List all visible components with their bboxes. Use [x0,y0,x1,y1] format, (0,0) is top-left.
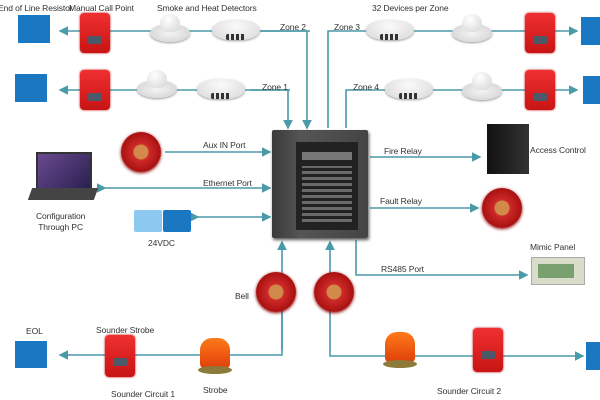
eol-top-label: End of Line Resistor [0,3,73,13]
power-label: 24VDC [148,238,175,248]
manual-call-point-zone-1 [80,70,110,110]
smoke-detector-zone-4 [462,72,502,102]
sounder-circuit-1-label: Sounder Circuit 1 [111,389,175,399]
config-pc-line2: Through PC [38,222,84,232]
aux-in-port-label: Aux IN Port [203,140,246,150]
heat-detector-zone-4 [385,79,433,105]
battery-icon-2 [163,210,191,232]
access-control-label: Access Control [530,145,586,155]
zone-3-line [327,26,579,128]
strobe-label: Strobe [203,385,228,395]
fire-relay-label: Fire Relay [384,146,422,156]
ethernet-port-label: Ethernet Port [203,178,252,188]
heat-detector-zone-3 [366,20,414,46]
sounder-strobe-label: Sounder Strobe [96,325,155,335]
zone-2-label: Zone 2 [280,22,306,32]
laptop-icon [27,152,99,204]
strobe-2 [383,332,417,370]
fault-relay-bell [482,188,522,228]
manual-call-point-zone-2 [80,13,110,53]
manual-call-point-label: Manual Call Point [69,3,134,13]
panel-display [302,152,352,160]
smoke-detector-zone-2 [150,14,190,44]
manual-call-point-zone-4 [525,70,555,110]
sounder-circuit-2-label: Sounder Circuit 2 [437,386,501,396]
smoke-detector-zone-1 [137,70,177,100]
smoke-heat-detectors-label: Smoke and Heat Detectors [157,3,257,13]
heat-detector-zone-1 [197,79,245,105]
sounder-bell-2 [314,272,354,312]
manual-call-point-zone-3 [525,13,555,53]
eol-sounder-circuit-2 [586,342,600,370]
rs485-line [355,240,529,280]
strobe-1 [198,338,232,376]
battery-icon-1 [134,210,162,232]
eol-resistor-zone-3 [581,17,600,45]
panel-keypad [302,166,352,222]
mimic-panel-label: Mimic Panel [530,242,576,252]
access-control-unit [487,124,529,174]
eol-bottom-label: EOL [26,326,43,336]
eol-sounder-circuit-1 [15,341,47,368]
fault-relay-label: Fault Relay [380,196,422,206]
config-pc-label: Configuration Through PC [36,211,85,233]
eol-resistor-zone-4 [583,76,600,104]
rs485-port-label: RS485 Port [381,264,424,274]
sounder-strobe-2 [473,328,503,372]
heat-detector-zone-2 [212,20,260,46]
zone-1-label: Zone 1 [262,82,288,92]
config-pc-line1: Configuration [36,211,86,221]
zone-3-label: Zone 3 [334,22,360,32]
eol-resistor-zone-1 [15,74,47,102]
sounder-bell-1 [256,272,296,312]
sounder-strobe-1 [105,335,135,377]
zone-1-drop [250,89,293,130]
zone-2-drop [260,30,312,130]
fire-alarm-control-panel [272,130,368,238]
aux-in-bell [121,132,161,172]
smoke-detector-zone-3 [452,14,492,44]
mimic-panel [531,257,585,285]
devices-per-zone-label: 32 Devices per Zone [372,3,449,13]
eol-resistor-zone-2 [18,15,50,43]
zone-4-label: Zone 4 [353,82,379,92]
bell-label: Bell [235,291,249,301]
